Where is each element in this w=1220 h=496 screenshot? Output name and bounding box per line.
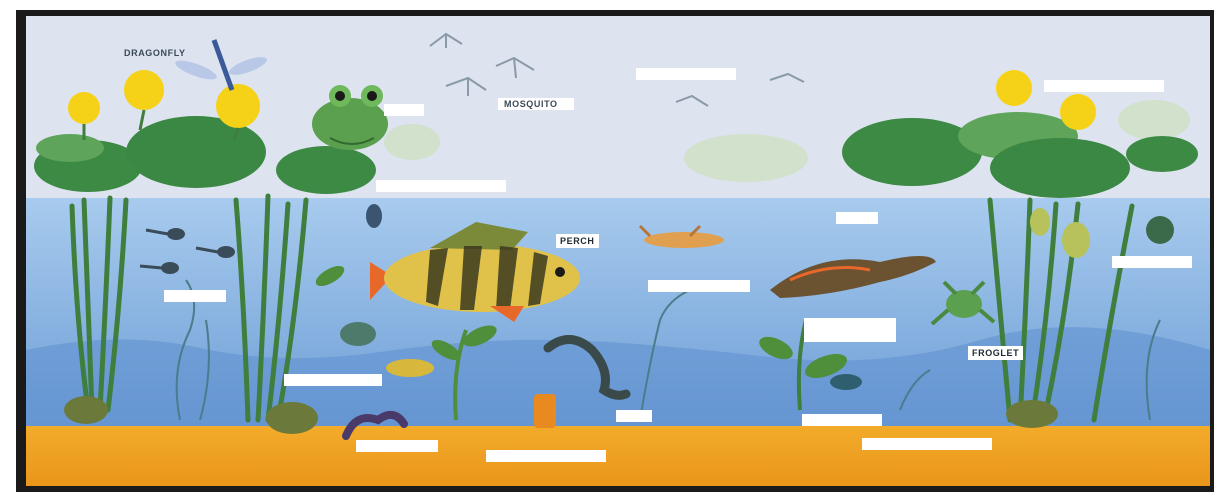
small-fish-icon xyxy=(386,359,434,377)
reed-root xyxy=(266,402,318,434)
reed-root xyxy=(64,396,108,424)
reed-root xyxy=(1006,400,1058,428)
caption-froglet: FROGLET xyxy=(968,346,1023,360)
caption-dragonfly: DRAGONFLY xyxy=(120,46,190,60)
snail-icon xyxy=(1146,216,1174,244)
pond-bed xyxy=(26,426,1210,486)
caption-perch: PERCH xyxy=(556,234,599,248)
caption-mosquito: MOSQUITO xyxy=(500,97,562,111)
caddis-case-icon xyxy=(534,394,556,428)
